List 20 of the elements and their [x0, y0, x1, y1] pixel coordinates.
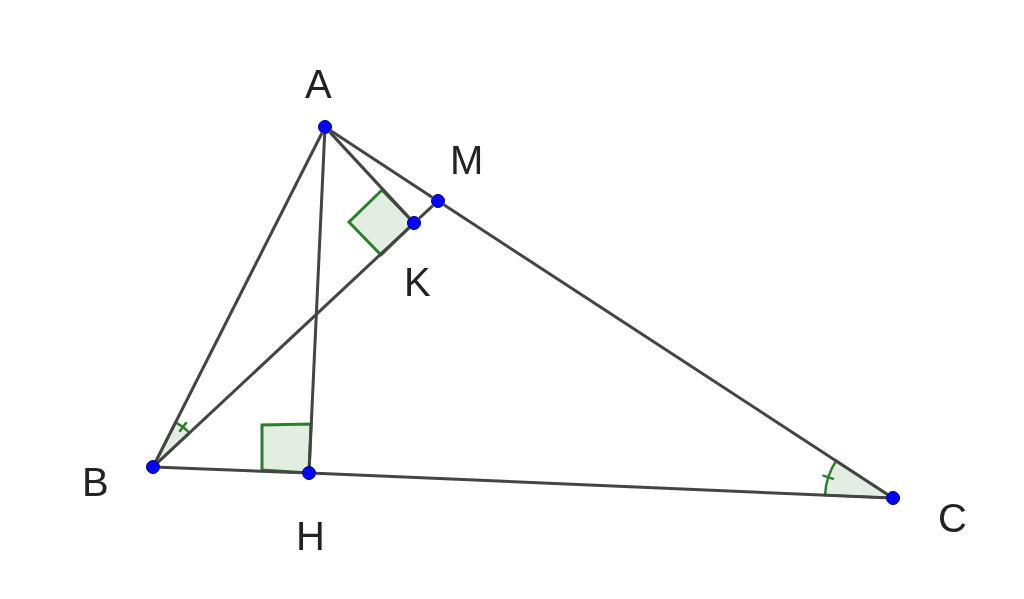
point-label: M	[450, 140, 484, 180]
line-segment	[157, 226, 410, 464]
point-label: H	[296, 516, 325, 556]
point-label: C	[938, 498, 967, 538]
line-segment	[418, 204, 434, 220]
line-segment	[159, 465, 303, 475]
line-segment	[443, 203, 888, 496]
point-label: K	[404, 262, 431, 302]
point-label: A	[305, 64, 332, 104]
point	[302, 466, 316, 480]
line-segment	[154, 132, 324, 462]
line-segment	[328, 131, 411, 219]
point	[431, 194, 445, 208]
line-segment	[315, 471, 887, 500]
point	[146, 460, 160, 474]
point	[886, 491, 900, 505]
point-label: B	[82, 462, 109, 502]
point	[318, 120, 332, 134]
line-segment	[307, 133, 327, 467]
line-segment	[330, 129, 433, 199]
